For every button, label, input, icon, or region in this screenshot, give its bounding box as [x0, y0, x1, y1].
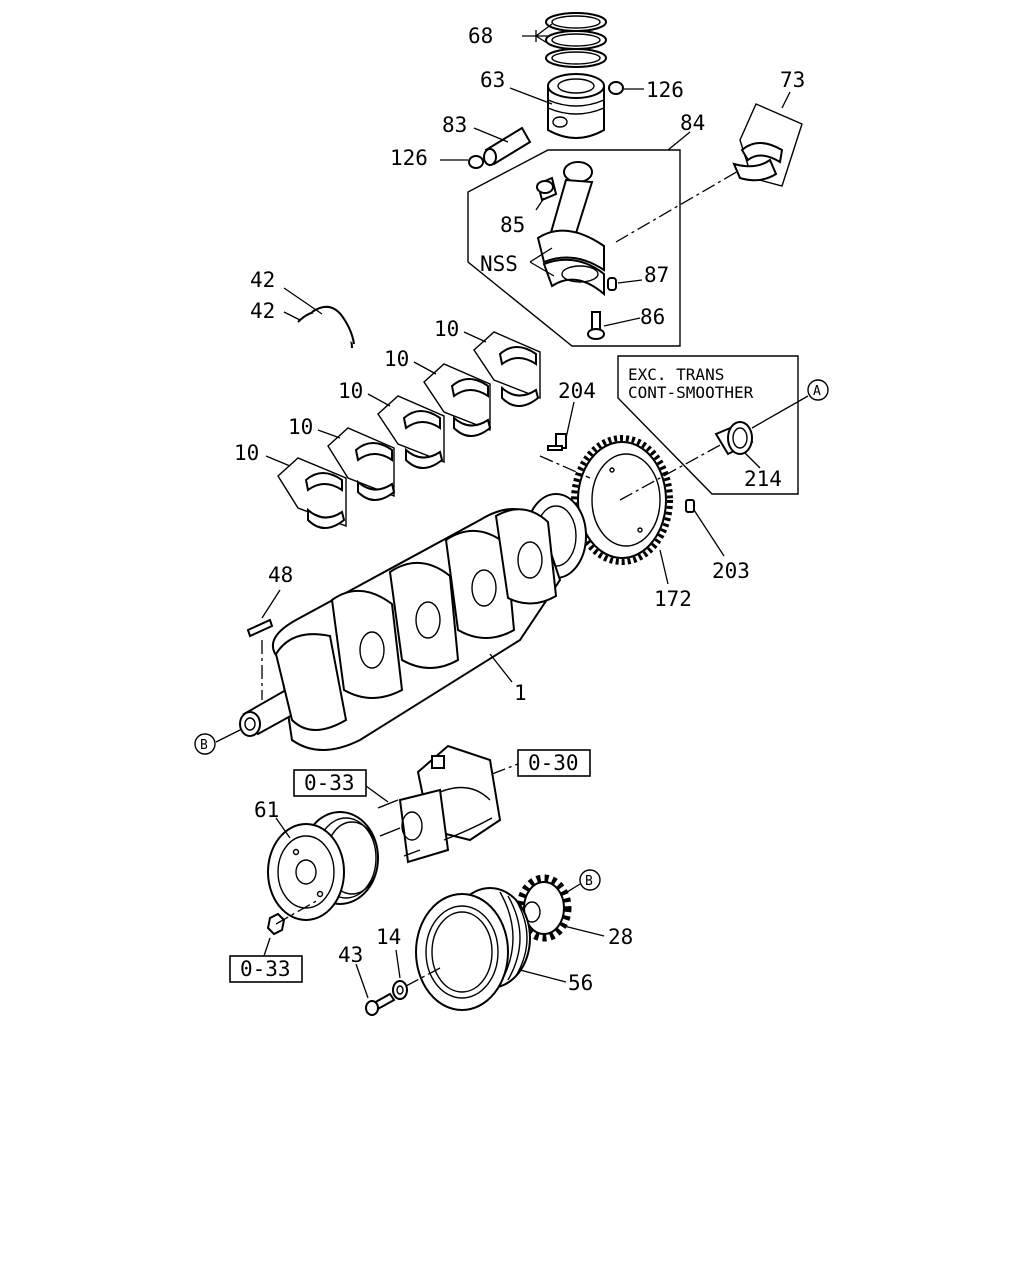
ref-b-gear-letter: B — [585, 874, 593, 889]
piston-pin — [483, 126, 532, 166]
label-damper-washer[interactable]: 14 — [376, 925, 401, 949]
label-bushing[interactable]: 85 — [500, 213, 525, 237]
ref-a-letter: A — [813, 384, 821, 399]
timing-gear — [571, 435, 673, 565]
label-conrod-bearing[interactable]: 73 — [780, 68, 805, 92]
ref-box-pulley-nut-text: 0-33 — [240, 957, 291, 981]
ref-b-crank-marker[interactable] — [194, 733, 216, 755]
label-dowel[interactable]: 87 — [644, 263, 669, 287]
label-damper[interactable]: 56 — [568, 971, 593, 995]
crank-key — [246, 618, 274, 638]
ref-b-gear-marker[interactable] — [579, 869, 601, 891]
piston — [547, 73, 605, 139]
conrod-bearing-shells — [732, 103, 803, 187]
label-main-bearing-1[interactable]: 10 — [234, 441, 259, 465]
label-main-bearing-2[interactable]: 10 — [288, 415, 313, 439]
label-crankshaft[interactable]: 1 — [514, 681, 527, 705]
snap-ring-upper — [608, 81, 624, 95]
ref-b-crank-letter: B — [200, 738, 208, 753]
damper-washer — [392, 980, 408, 1000]
ref-box-water-pump[interactable] — [517, 749, 591, 777]
conrod-bolt — [587, 311, 605, 340]
label-conrod-assembly[interactable]: 84 — [680, 111, 705, 135]
main-bearing-3 — [377, 395, 445, 469]
gear-bolt — [547, 433, 567, 451]
ref-box-pulley-nut[interactable] — [229, 955, 303, 983]
label-crank-gear[interactable]: 28 — [608, 925, 633, 949]
label-thrust-washer-a[interactable]: 42 — [250, 268, 275, 292]
label-thrust-washer-b[interactable]: 42 — [250, 299, 275, 323]
piston-rings — [545, 12, 607, 68]
pump-bolts — [377, 799, 421, 857]
option-note-line1: EXC. TRANS — [628, 365, 724, 384]
label-piston-pin[interactable]: 83 — [442, 113, 467, 137]
option-note-box — [617, 355, 799, 495]
bushing — [536, 176, 558, 202]
snap-ring-lower — [468, 155, 484, 169]
label-conrod-nss[interactable]: NSS — [480, 252, 518, 276]
label-conrod-bolt[interactable]: 86 — [640, 305, 665, 329]
ref-box-water-pump-text: 0-30 — [528, 751, 579, 775]
label-main-bearing-4[interactable]: 10 — [384, 347, 409, 371]
ref-box-pump-bolt-text: 0-33 — [304, 771, 355, 795]
crank-sleeve — [714, 421, 754, 456]
dowel — [607, 277, 617, 291]
label-main-bearing-5[interactable]: 10 — [434, 317, 459, 341]
label-damper-bolt[interactable]: 43 — [338, 943, 363, 967]
damper — [415, 887, 531, 1011]
label-snap-ring-upper[interactable]: 126 — [646, 78, 684, 102]
label-gear-bolt[interactable]: 204 — [558, 379, 596, 403]
main-bearing-5 — [473, 331, 541, 407]
label-snap-ring-lower[interactable]: 126 — [390, 146, 428, 170]
water-pump — [398, 744, 502, 864]
main-bearing-2 — [327, 427, 396, 501]
ref-box-pump-bolt[interactable] — [293, 769, 367, 797]
label-crank-key[interactable]: 48 — [268, 563, 293, 587]
option-note-line2: CONT-SMOOTHER — [628, 383, 754, 402]
gear-pin — [685, 499, 695, 513]
label-piston-rings[interactable]: 68 — [468, 24, 493, 48]
label-piston[interactable]: 63 — [480, 68, 505, 92]
label-main-bearing-3[interactable]: 10 — [338, 379, 363, 403]
connecting-rod — [536, 161, 605, 297]
damper-bolt — [365, 992, 396, 1016]
label-timing-gear[interactable]: 172 — [654, 587, 692, 611]
thrust-washers — [297, 305, 355, 349]
crankshaft — [239, 493, 587, 751]
pulley — [267, 811, 379, 921]
label-pulley[interactable]: 61 — [254, 798, 279, 822]
conrod-assembly-outline — [467, 149, 681, 347]
ref-a-marker[interactable] — [807, 379, 829, 401]
crank-gear — [516, 874, 572, 942]
main-bearing-4 — [423, 363, 492, 437]
label-crank-sleeve[interactable]: 214 — [744, 467, 782, 491]
main-bearing-1 — [277, 457, 347, 529]
label-gear-pin[interactable]: 203 — [712, 559, 750, 583]
